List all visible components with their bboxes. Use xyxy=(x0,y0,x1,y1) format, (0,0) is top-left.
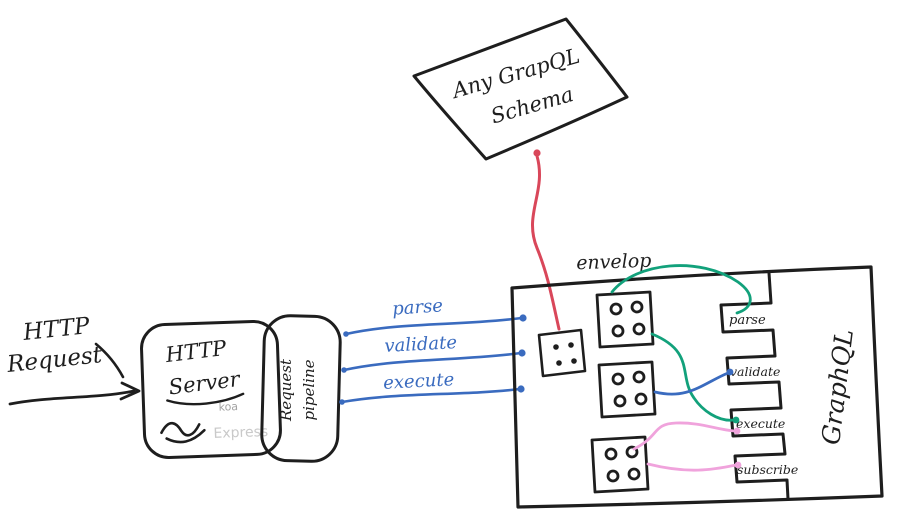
http-request-label-line2: Request xyxy=(5,342,104,378)
plugin-dice-2 xyxy=(597,360,657,419)
express-logo-label: Express xyxy=(213,424,268,442)
envelop-title: envelop xyxy=(576,250,652,275)
blue-wire-end-dot xyxy=(726,368,734,376)
execute-step-label: execute xyxy=(383,369,455,394)
plugin-socket xyxy=(627,467,641,481)
execute-connector-line xyxy=(340,387,522,404)
dice-dot xyxy=(556,360,562,366)
execute-connector-end-dot xyxy=(517,385,525,393)
plugin-socket xyxy=(630,300,644,314)
plugin-dice-1 xyxy=(595,290,655,349)
schema-anchor-dot xyxy=(533,149,541,157)
plugin-socket xyxy=(611,372,625,386)
request-arrow-line xyxy=(8,389,136,406)
request-pipeline-box: Request pipeline xyxy=(260,314,342,463)
pipeline-label-line2: pipeline xyxy=(300,359,318,420)
dice-dot xyxy=(553,344,559,350)
plugin-socket xyxy=(613,394,627,408)
plugin-socket xyxy=(611,324,625,338)
schema-wire xyxy=(531,154,561,331)
http-server-box: HTTP Server koa Express xyxy=(140,319,282,459)
pink-wire-execute-end-dot xyxy=(733,427,741,435)
http-request-label-group: HTTP Request xyxy=(5,313,104,378)
validate-connector-end-dot xyxy=(518,349,526,357)
plugin-socket xyxy=(604,447,618,461)
phase-label-subscribe: subscribe xyxy=(737,462,798,477)
schema-dice xyxy=(537,328,587,378)
http-request-label-line1: HTTP xyxy=(21,313,92,346)
plugin-socket xyxy=(609,302,623,316)
blue-step-connectors: parse validate execute xyxy=(339,295,527,405)
execute-connector-start-dot xyxy=(339,399,345,405)
plugin-socket xyxy=(632,322,646,336)
parse-connector-line xyxy=(344,316,524,336)
dice-dot xyxy=(568,342,574,348)
plugin-dice-3 xyxy=(590,435,650,494)
pink-wire-subscribe-end-dot xyxy=(734,461,742,469)
graphql-engine-label: GraphQL xyxy=(816,328,859,447)
pipeline-box-outline xyxy=(260,314,342,463)
schema-note-outline xyxy=(412,17,629,161)
parse-step-label: parse xyxy=(392,295,444,319)
parse-connector-start-dot xyxy=(343,331,349,337)
server-box-outline xyxy=(140,319,282,459)
phase-comb-outline xyxy=(719,271,790,501)
plugin-socket xyxy=(634,392,648,406)
phase-label-execute: execute xyxy=(736,416,785,431)
green-wire-execute xyxy=(650,332,736,422)
plugin-dice-3-outline xyxy=(590,435,650,494)
validate-connector-start-dot xyxy=(341,367,347,373)
server-title-line2: Server xyxy=(167,367,243,400)
server-title-line1: HTTP xyxy=(163,336,228,367)
plugin-dice-1-outline xyxy=(595,290,655,349)
envelop-box: envelop parse validate execute subscribe… xyxy=(510,250,884,509)
pink-wire-execute xyxy=(632,421,737,451)
green-wire-end-dot xyxy=(732,416,740,424)
phase-label-validate: validate xyxy=(730,364,780,379)
request-arrow-head xyxy=(119,381,141,401)
parse-connector-end-dot xyxy=(519,314,527,322)
phase-label-parse: parse xyxy=(729,313,766,328)
schema-dice-outline xyxy=(537,328,587,378)
envelop-box-outline xyxy=(510,265,884,509)
pink-wire-subscribe xyxy=(646,462,738,472)
validate-step-label: validate xyxy=(384,332,458,357)
plugin-socket xyxy=(632,370,646,384)
plugin-socket xyxy=(625,445,639,459)
server-title-underline xyxy=(166,392,245,406)
schema-note: Any GrapQL Schema xyxy=(412,17,629,161)
dice-dot xyxy=(571,358,577,364)
blue-wire-validate xyxy=(653,371,730,396)
plugin-socket xyxy=(606,469,620,483)
validate-connector-line xyxy=(342,351,523,372)
plugin-dice-2-outline xyxy=(597,360,657,419)
pipeline-label-line1: Request xyxy=(277,358,295,422)
koa-logo-label: koa xyxy=(218,400,238,414)
logo-scribble-icon xyxy=(160,421,206,444)
request-flourish-stroke xyxy=(94,342,125,379)
green-wire-parse xyxy=(610,264,752,315)
